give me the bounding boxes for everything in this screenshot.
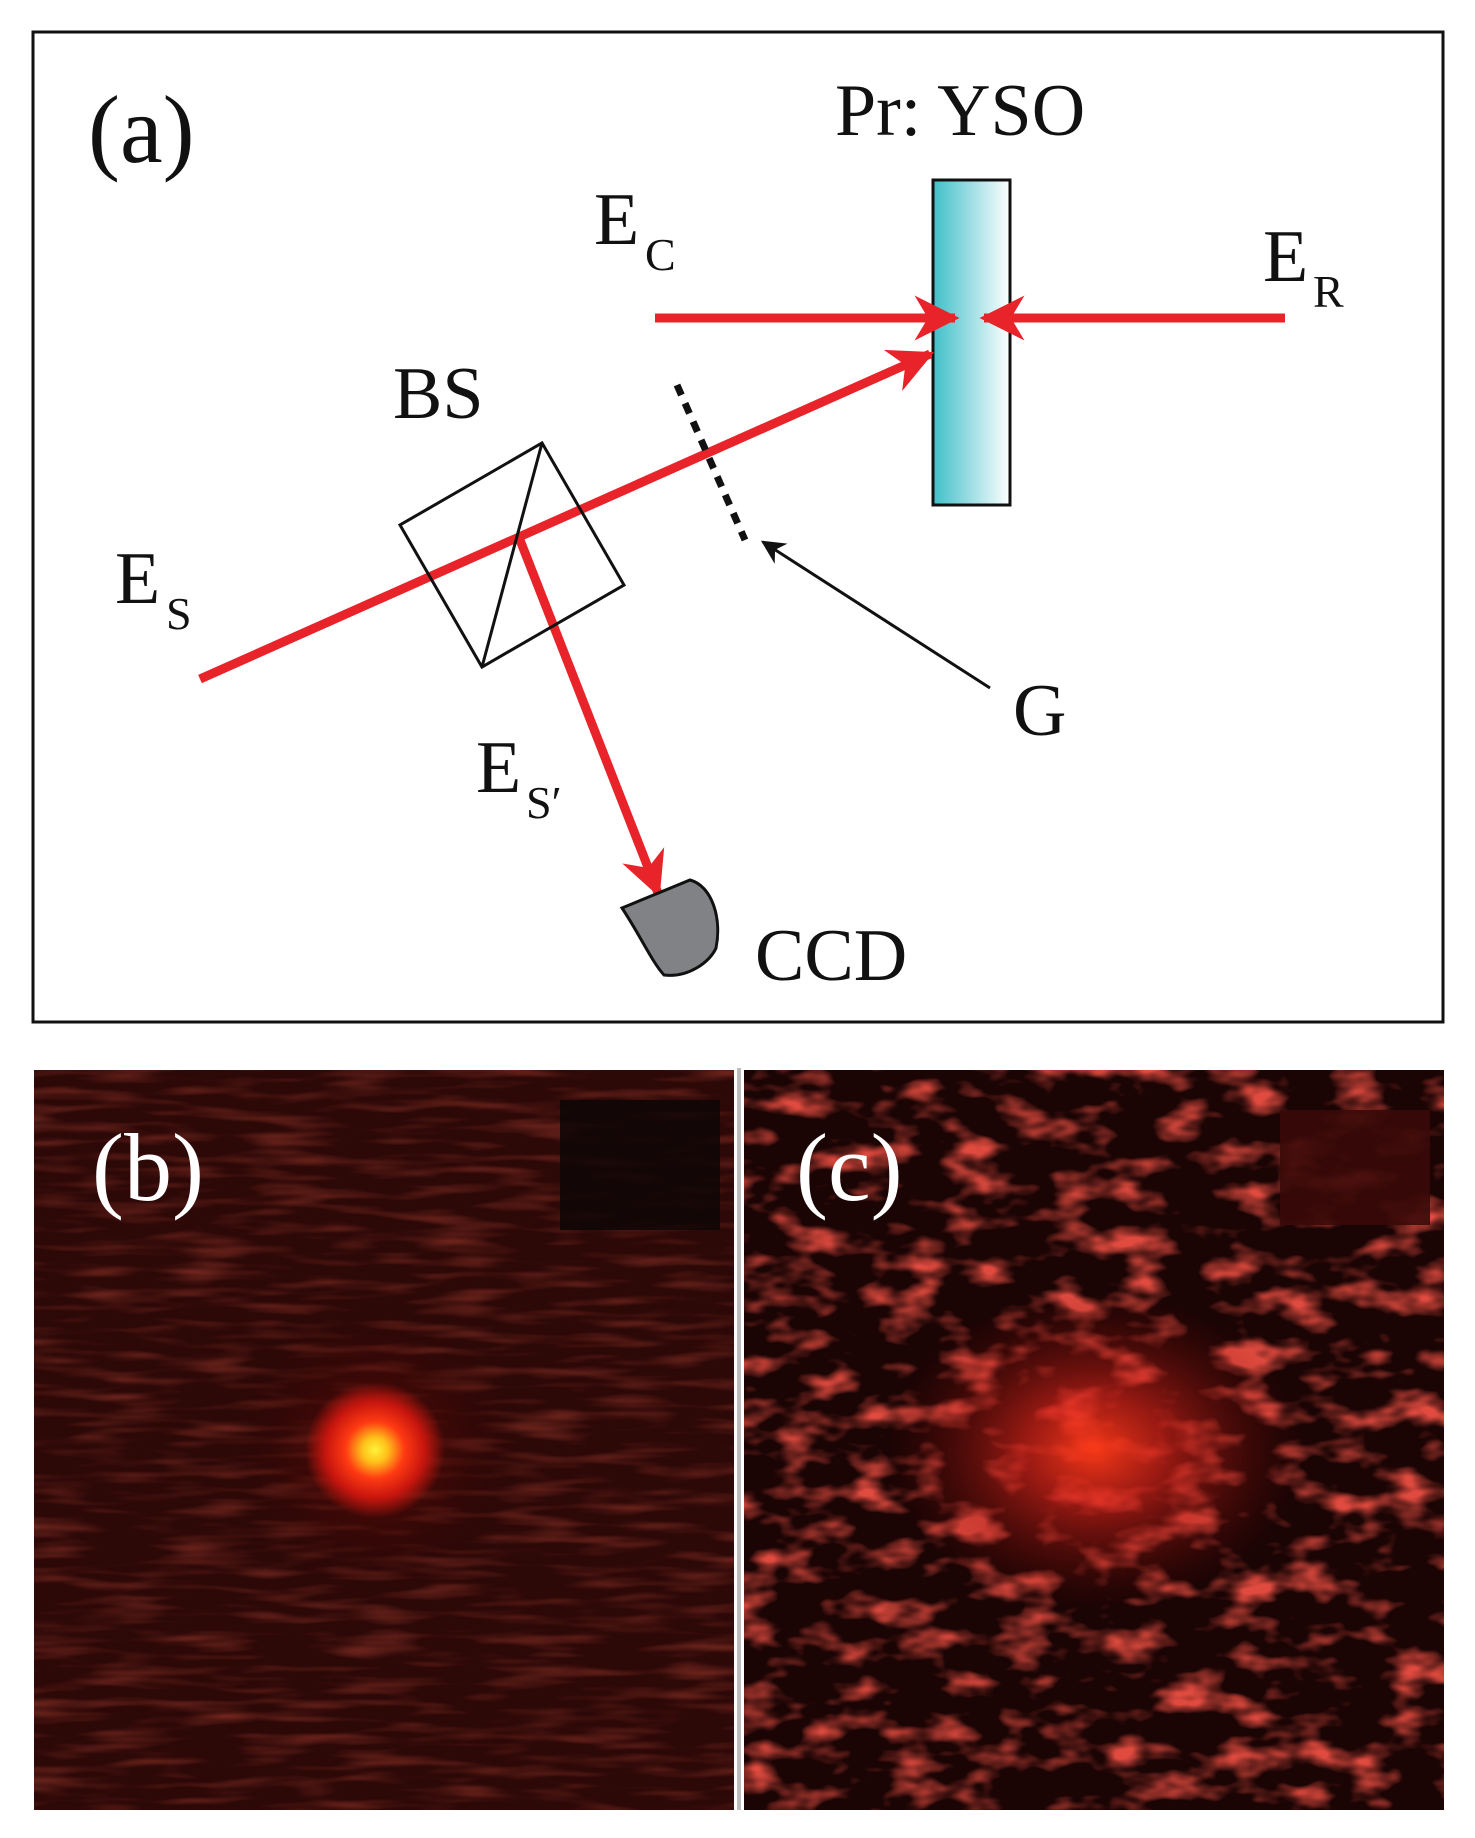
panel-a-schematic: (a) Pr: YSO BS G CCD E C E R (31, 30, 1445, 1024)
svg-text:S: S (166, 588, 192, 639)
panel-b-image: (b) (34, 1070, 734, 1810)
svg-text:E: E (1263, 216, 1308, 298)
crystal-label: Pr: YSO (835, 70, 1085, 152)
reflected-beam-label: E S′ (476, 727, 562, 828)
speckle-center (885, 1290, 1305, 1610)
control-beam-label: E C (594, 179, 676, 280)
pr-yso-crystal (931, 178, 1012, 507)
svg-text:E: E (115, 538, 160, 620)
panel-b-label: (b) (92, 1114, 204, 1221)
signal-beam-label: E S (115, 538, 192, 639)
panel-c-label: (c) (796, 1114, 903, 1221)
read-beam-label: E R (1263, 216, 1344, 317)
grating-pointer-arrow (760, 540, 991, 690)
signal-beam (198, 349, 935, 684)
panel-a-label: (a) (88, 76, 195, 183)
beam-splitter (397, 440, 627, 670)
svg-text:R: R (1313, 266, 1344, 317)
svg-text:E: E (476, 727, 521, 809)
ccd-label: CCD (755, 915, 907, 997)
svg-text:S′: S′ (526, 777, 562, 828)
grating (673, 383, 749, 542)
svg-text:C: C (645, 229, 676, 280)
panel-a-frame (31, 30, 1445, 1024)
panel-c-image: (c) (744, 1070, 1444, 1810)
grating-label: G (1013, 670, 1066, 752)
reflected-beam (515, 538, 665, 898)
bs-label: BS (393, 353, 484, 435)
svg-text:E: E (594, 179, 639, 261)
ccd-detector (619, 878, 720, 977)
